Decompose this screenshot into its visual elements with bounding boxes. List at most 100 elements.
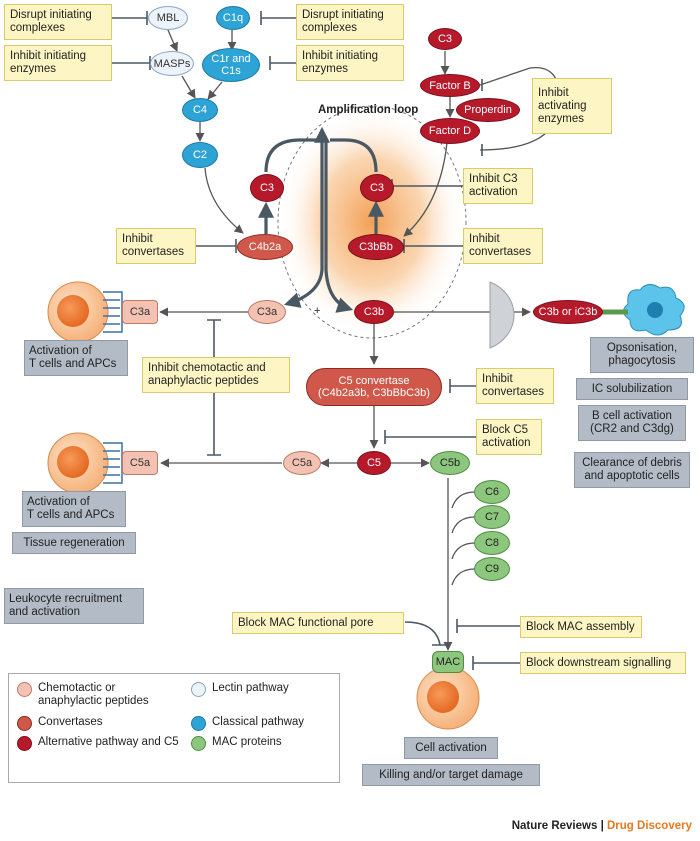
inhibit-line-conv-right (403, 239, 463, 253)
macrophage-icon (623, 284, 685, 336)
node-c4: C4 (182, 98, 218, 122)
node-c3b: C3b (354, 300, 394, 324)
box-leukocyte: Leukocyte recruitment and activation (4, 588, 144, 624)
arrow-masps-c4 (181, 75, 196, 99)
node-c7: C7 (474, 505, 510, 529)
arrow-factord-c3bbb (403, 142, 448, 237)
legend: Chemotactic or anaphylactic peptides Con… (8, 673, 340, 783)
phagocyte-shield (489, 281, 515, 349)
legend-swatch-classical (191, 716, 206, 731)
node-c6: C6 (474, 480, 510, 504)
box-inhibit-c1rs: Inhibit initiating enzymes (296, 45, 404, 81)
arrow-c7-bracket (451, 516, 476, 534)
arrow-c3right-center (330, 138, 378, 173)
journal-section: Drug Discovery (606, 820, 692, 832)
node-c3a: C3a (248, 300, 286, 324)
legend-label-alternative: Alternative pathway and C5 (38, 736, 179, 748)
node-c3-right: C3 (360, 174, 394, 202)
legend-swatch-lectin (191, 682, 206, 697)
cell-c5a-target (47, 432, 123, 494)
cell-c3a-target (47, 281, 123, 343)
inhibit-line-conv-c5 (449, 379, 476, 393)
box-activation-tcells-2: Activation of T cells and APCs (22, 491, 126, 527)
box-block-mac-pore: Block MAC functional pore (232, 612, 404, 634)
node-c4b2a: C4b2a (237, 234, 293, 260)
legend-label-lectin: Lectin pathway (212, 682, 289, 694)
legend-item-convertases: Convertases (17, 716, 103, 731)
arrow-c6-bracket (451, 491, 476, 509)
legend-item-alternative: Alternative pathway and C5 (17, 736, 179, 751)
box-inhibit-chemotactic: Inhibit chemotactic and anaphylactic pep… (142, 357, 290, 393)
legend-swatch-chemotactic (17, 682, 32, 697)
legend-item-mac: MAC proteins (191, 736, 282, 751)
amplification-loop-title: Amplification loop (318, 104, 419, 116)
box-opsonisation: Opsonisation, phagocytosis (590, 337, 694, 373)
node-c3-left: C3 (250, 174, 284, 202)
box-disrupt-c1q: Disrupt initiating complexes (296, 4, 404, 40)
receptor-c3a: C3a (122, 300, 158, 324)
inhibit-line-c1rs (269, 56, 296, 70)
node-c1r-c1s: C1r and C1s (202, 48, 260, 82)
arrow-center-c3b (324, 142, 354, 313)
arrow-c1rs-c4 (207, 81, 223, 100)
inhibit-line-downstream (472, 656, 520, 670)
plus-sign: + (314, 305, 321, 317)
inhibit-line-block-c5 (384, 430, 476, 444)
inhibit-line-conv-left (196, 239, 237, 253)
node-c5: C5 (357, 451, 391, 475)
box-killing: Killing and/or target damage (362, 764, 540, 786)
box-activation-tcells-1: Activation of T cells and APCs (24, 340, 128, 376)
legend-item-lectin: Lectin pathway (191, 682, 289, 697)
inhibit-line-chemotactic-up (207, 319, 221, 358)
node-c3-top: C3 (428, 28, 462, 50)
journal-credit: Nature Reviews | Drug Discovery (512, 820, 692, 832)
node-c3b-or-ic3b: C3b or iC3b (533, 300, 603, 324)
node-factor-b: Factor B (420, 74, 480, 97)
node-c8: C8 (474, 531, 510, 555)
legend-label-mac: MAC proteins (212, 736, 282, 748)
arrow-c2-c4b2a (204, 167, 244, 234)
inhibit-line-c1q (260, 11, 296, 25)
node-c1q: C1q (216, 6, 250, 30)
arrow-center-c3a (283, 142, 324, 308)
inhibit-line-mbl (112, 11, 148, 25)
arrow-c9-bracket (451, 568, 476, 586)
box-block-c5: Block C5 activation (476, 419, 542, 455)
node-properdin: Properdin (456, 98, 520, 122)
arrow-c3left-center (264, 138, 318, 173)
box-cell-activation: Cell activation (404, 737, 498, 759)
box-disrupt-mbl: Disrupt initiating complexes (4, 4, 112, 40)
legend-label-chemotactic: Chemotactic or anaphylactic peptides (38, 682, 149, 707)
inhibit-line-chemotactic-down (207, 392, 221, 456)
box-ic-solubilization: IC solubilization (576, 378, 688, 400)
box-block-mac-assembly: Block MAC assembly (520, 616, 642, 638)
inhibit-line-masps (112, 56, 151, 70)
box-tissue-regeneration: Tissue regeneration (12, 532, 136, 554)
box-clearance: Clearance of debris and apoptotic cells (574, 452, 690, 488)
inhibit-line-mac-pore (404, 621, 448, 646)
cell-mac-target (416, 666, 480, 730)
node-c9: C9 (474, 557, 510, 581)
box-inhibit-conv-left: Inhibit convertases (116, 228, 196, 264)
node-factor-d: Factor D (420, 118, 480, 144)
box-inhibit-masps: Inhibit initiating enzymes (4, 45, 112, 81)
box-inhibit-conv-right: Inhibit convertases (463, 228, 543, 264)
node-c5a: C5a (283, 451, 321, 475)
box-b-cell: B cell activation (CR2 and C3dg) (578, 405, 686, 441)
box-block-downstream: Block downstream signalling (520, 652, 686, 674)
box-inhibit-c3: Inhibit C3 activation (463, 168, 533, 204)
node-mac: MAC (432, 651, 464, 673)
legend-label-classical: Classical pathway (212, 716, 305, 728)
journal-name: Nature Reviews (511, 820, 598, 832)
legend-swatch-alternative (17, 736, 32, 751)
node-mbl: MBL (148, 6, 188, 30)
legend-swatch-mac (191, 736, 206, 751)
receptor-c5a: C5a (122, 451, 158, 475)
legend-item-classical: Classical pathway (191, 716, 304, 731)
node-c5-convertase: C5 convertase (C4b2a3b, C3bBbC3b) (306, 368, 442, 406)
node-c5b: C5b (430, 451, 470, 475)
node-masps: MASPs (150, 51, 194, 76)
box-inhibit-conv-c5: Inhibit convertases (476, 368, 554, 404)
arrow-c8-bracket (451, 542, 476, 560)
